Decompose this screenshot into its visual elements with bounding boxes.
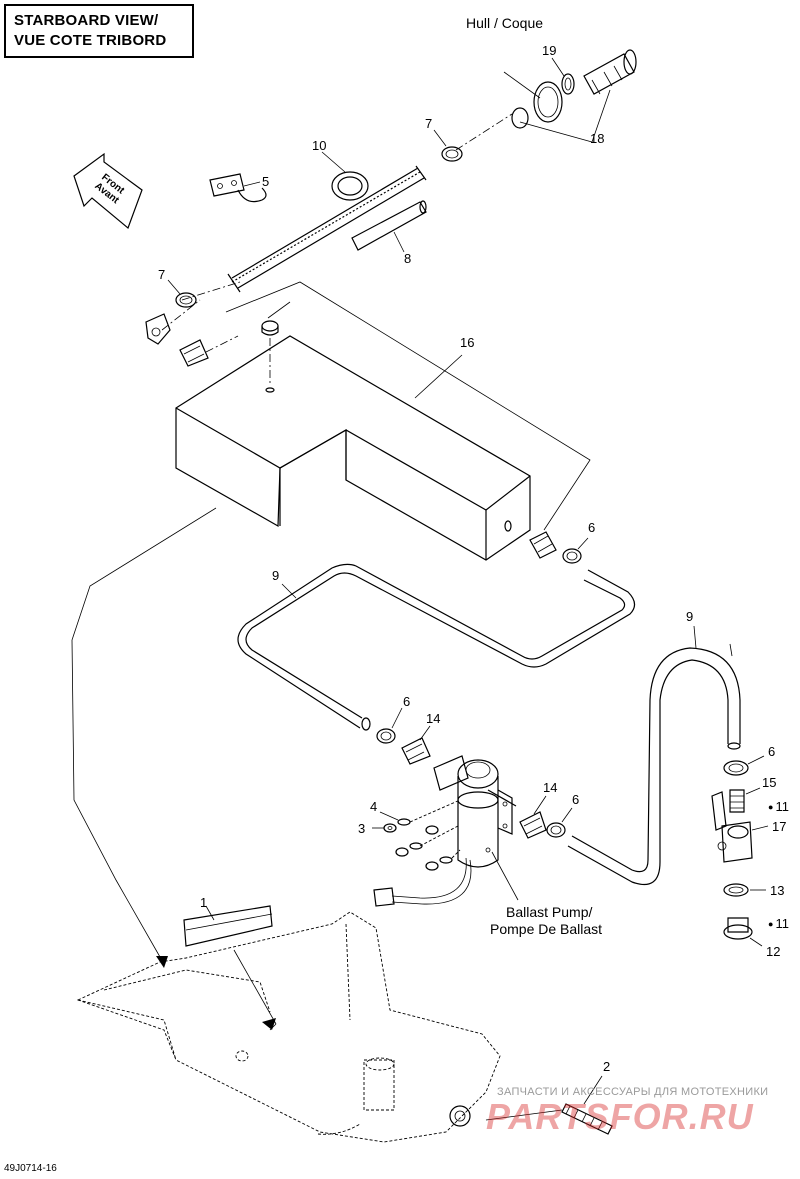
callout-11-upper-text: 11 [775,799,789,814]
callout-19: 19 [542,43,557,58]
fitting-part-14-left [401,725,431,765]
hull-fitting-part-18 [503,49,637,143]
ballast-pump-label-fr: Pompe De Ballast [490,921,603,937]
callout-10: 10 [312,138,327,153]
straight-fitting [179,335,239,367]
callout-7-left: 7 [158,267,166,282]
callout-1: 1 [200,895,208,910]
view-title-box: STARBOARD VIEW/ VUE COTE TRIBORD [4,4,194,58]
callout-7-top: 7 [425,116,433,131]
callout-6-left: 6 [403,694,411,709]
callout-14-right: 14 [543,780,558,795]
clamp-part-7-left [167,279,197,308]
callout-14-left: 14 [426,711,441,726]
callout-12: 12 [766,944,781,959]
hull-outline [76,911,501,1143]
callout-16: 16 [460,335,475,350]
callout-9-arch: 9 [686,609,694,624]
hose-part-9-arch [567,625,741,886]
callout-2: 2 [603,1059,611,1074]
washer-part-4 [379,799,461,864]
strap-part-2 [485,1075,613,1135]
clip-part-5 [209,173,267,203]
view-title-line1: STARBOARD VIEW/ [14,12,159,29]
drain-plug-part-12 [723,917,763,947]
callout-6-pump: 6 [572,792,580,807]
view-title-line2: VUE COTE TRIBORD [14,32,167,49]
ballast-pump-label-en: Ballast Pump/ [506,904,593,920]
callout-15: 15 [762,775,777,790]
watermark-logo: PARTSFOR.RU [486,1096,754,1137]
clamp-part-7-top [433,129,463,162]
callout-3: 3 [358,821,366,836]
callout-6-right: 6 [768,744,776,759]
clamp-part-6-tank [562,537,589,564]
watermark-subtitle: ЗАПЧАСТИ И АКСЕССУАРЫ ДЛЯ МОТОТЕХНИКИ [497,1086,769,1098]
front-arrow-icon [73,152,143,230]
callout-8: 8 [404,251,412,266]
hose-part-8 [351,200,427,253]
ballast-tank-part-16 [175,281,591,561]
elbow-fitting [145,313,171,345]
clamp-part-6-left [376,707,403,744]
callout-17: 17 [772,819,787,834]
valve-body-part-17 [711,791,769,863]
corrugated-hose-part-10 [227,151,427,293]
fitting-part-15 [729,787,761,813]
callout-18: 18 [590,131,605,146]
clamp-part-6-pump-right [546,807,573,838]
fitting-part-14-right [519,795,547,839]
tank-cap [261,320,279,393]
callout-6-tank: 6 [588,520,596,535]
ballast-pump [373,755,519,907]
callout-11-upper: 11 [768,800,789,815]
strap-part-1 [183,905,277,1025]
clamp-part-6-right [723,755,765,776]
washer-part-19 [551,57,575,95]
callout-4: 4 [370,799,378,814]
callout-13: 13 [770,883,785,898]
tank-outlet-fitting [529,531,557,559]
callout-11-lower-text: 11 [775,916,789,931]
seal-part-13 [723,883,766,897]
hose-part-9-loop [237,563,636,731]
callout-9-loop: 9 [272,568,280,583]
figure-code: 49J0714-16 [4,1163,57,1174]
callout-11-lower: 11 [768,917,789,932]
hull-label: Hull / Coque [466,15,544,31]
callout-5: 5 [262,174,270,189]
nut-part-3 [372,823,439,871]
